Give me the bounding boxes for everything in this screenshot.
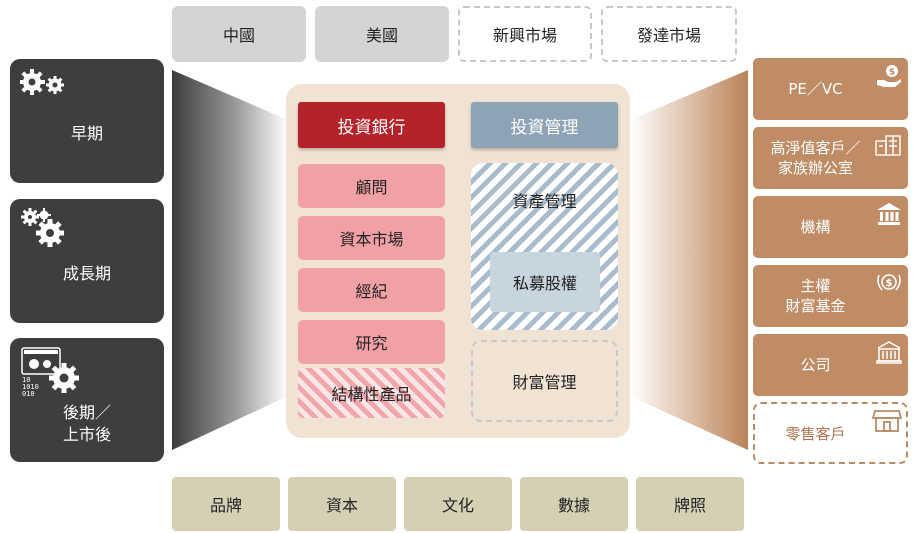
client-label: 零售客戶 bbox=[785, 424, 846, 443]
dollar-laurel-icon: $ bbox=[877, 274, 901, 291]
investment-banking-header: 投資銀行 bbox=[298, 102, 445, 148]
svg-text:10: 10 bbox=[22, 376, 30, 384]
client-sovereign-wealth-fund: 主權 財富基金 $ bbox=[753, 265, 908, 327]
svg-text:$: $ bbox=[886, 278, 893, 289]
svg-text:$: $ bbox=[889, 68, 895, 78]
market-developed: 發達市場 bbox=[601, 6, 737, 62]
stage-late: 10 1010 010 後期／ 上市後 bbox=[10, 338, 164, 462]
structured-products-box: 結構性產品 bbox=[298, 368, 445, 418]
market-china: 中國 bbox=[172, 6, 306, 62]
client-label: PE／VC bbox=[788, 80, 843, 98]
stage-label: 早期 bbox=[70, 124, 103, 143]
ib-product-brokerage: 經紀 bbox=[298, 268, 445, 312]
pillar-brand: 品牌 bbox=[172, 477, 280, 531]
client-retail: 零售客戶 bbox=[753, 402, 908, 464]
gears-icon bbox=[21, 208, 64, 247]
svg-text:1010: 1010 bbox=[22, 383, 39, 391]
client-hnw-family-office: 高淨值客戶／ 家族辦公室 bbox=[753, 127, 908, 189]
right-funnel bbox=[630, 70, 748, 450]
hand-money-icon: $ bbox=[877, 65, 901, 87]
gears-data-icon: 10 1010 010 bbox=[21, 347, 79, 396]
client-pe-vc: PE／VC $ bbox=[753, 58, 908, 120]
client-corporates: 公司 bbox=[753, 334, 908, 396]
pillar-licenses: 牌照 bbox=[636, 477, 744, 531]
stage-growth: 成長期 bbox=[10, 199, 164, 323]
client-label: 機構 bbox=[800, 218, 831, 236]
ib-product-research: 研究 bbox=[298, 320, 445, 364]
private-equity-box: 私募股權 bbox=[490, 252, 600, 312]
market-usa: 美國 bbox=[315, 6, 449, 62]
wealth-management-box: 財富管理 bbox=[471, 340, 618, 422]
stage-label: 成長期 bbox=[62, 264, 111, 283]
client-institutions: 機構 bbox=[753, 196, 908, 258]
stage-early: 早期 bbox=[10, 59, 164, 183]
market-emerging: 新興市場 bbox=[458, 6, 592, 62]
client-label: 公司 bbox=[800, 356, 831, 374]
pillar-culture: 文化 bbox=[404, 477, 512, 531]
asset-management-header: 投資管理 bbox=[471, 102, 618, 148]
buildings-icon bbox=[875, 135, 901, 156]
left-funnel bbox=[172, 70, 288, 450]
company-building-icon bbox=[876, 341, 902, 364]
asset-management-label: 資產管理 bbox=[512, 192, 577, 211]
pillar-data: 數據 bbox=[520, 477, 628, 531]
ib-product-advisory: 顧問 bbox=[298, 164, 445, 208]
svg-text:010: 010 bbox=[22, 390, 35, 396]
ib-product-capital-markets: 資本市場 bbox=[298, 216, 445, 260]
stage-label: 後期／ 上市後 bbox=[62, 403, 111, 444]
pillar-capital: 資本 bbox=[288, 477, 396, 531]
client-label: 高淨值客戶／ 家族辦公室 bbox=[770, 139, 861, 177]
gears-icon bbox=[20, 69, 64, 95]
bank-icon bbox=[877, 203, 901, 225]
client-label: 主權 財富基金 bbox=[785, 277, 846, 315]
shop-icon bbox=[872, 410, 902, 432]
